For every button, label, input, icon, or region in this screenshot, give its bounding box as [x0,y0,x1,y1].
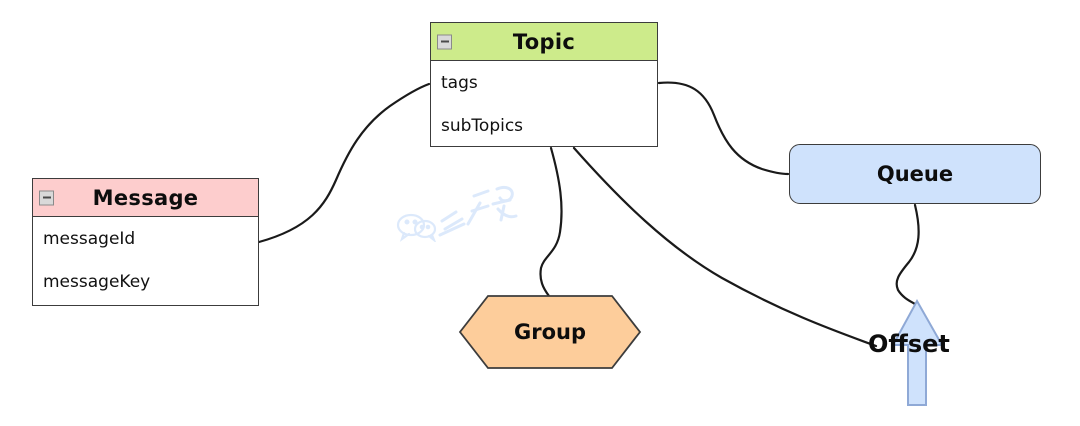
node-group-label: Group [513,320,586,344]
edge-topic-to-group [539,146,563,298]
uml-class-message[interactable]: Message messageId messageKey [32,178,259,306]
uml-attribute: tags [441,72,478,93]
minus-square-icon[interactable] [39,190,54,205]
edge-topic-to-queue [657,81,790,176]
uml-attribute: subTopics [441,115,524,136]
node-queue-label: Queue [876,162,954,186]
uml-class-topic-title: Topic [512,29,576,54]
uml-attribute: messageKey [43,271,151,292]
uml-class-message-title: Message [92,185,199,210]
node-offset[interactable] [890,298,946,408]
node-group[interactable]: Group [458,294,642,370]
uml-class-topic-attributes: tags subTopics [431,61,657,147]
uml-class-message-attributes: messageId messageKey [33,217,258,303]
node-queue[interactable]: Queue [789,144,1041,204]
uml-attribute: messageId [43,228,136,249]
up-arrow-shape [891,298,944,406]
uml-class-message-header: Message [33,179,258,217]
edge-queue-to-offset [895,203,920,306]
watermark [396,185,518,242]
uml-class-topic-header: Topic [431,23,657,61]
minus-square-icon[interactable] [437,34,452,49]
node-offset-label: Offset [868,330,950,358]
hexagon-shape [458,295,642,369]
uml-class-topic[interactable]: Topic tags subTopics [430,22,658,147]
